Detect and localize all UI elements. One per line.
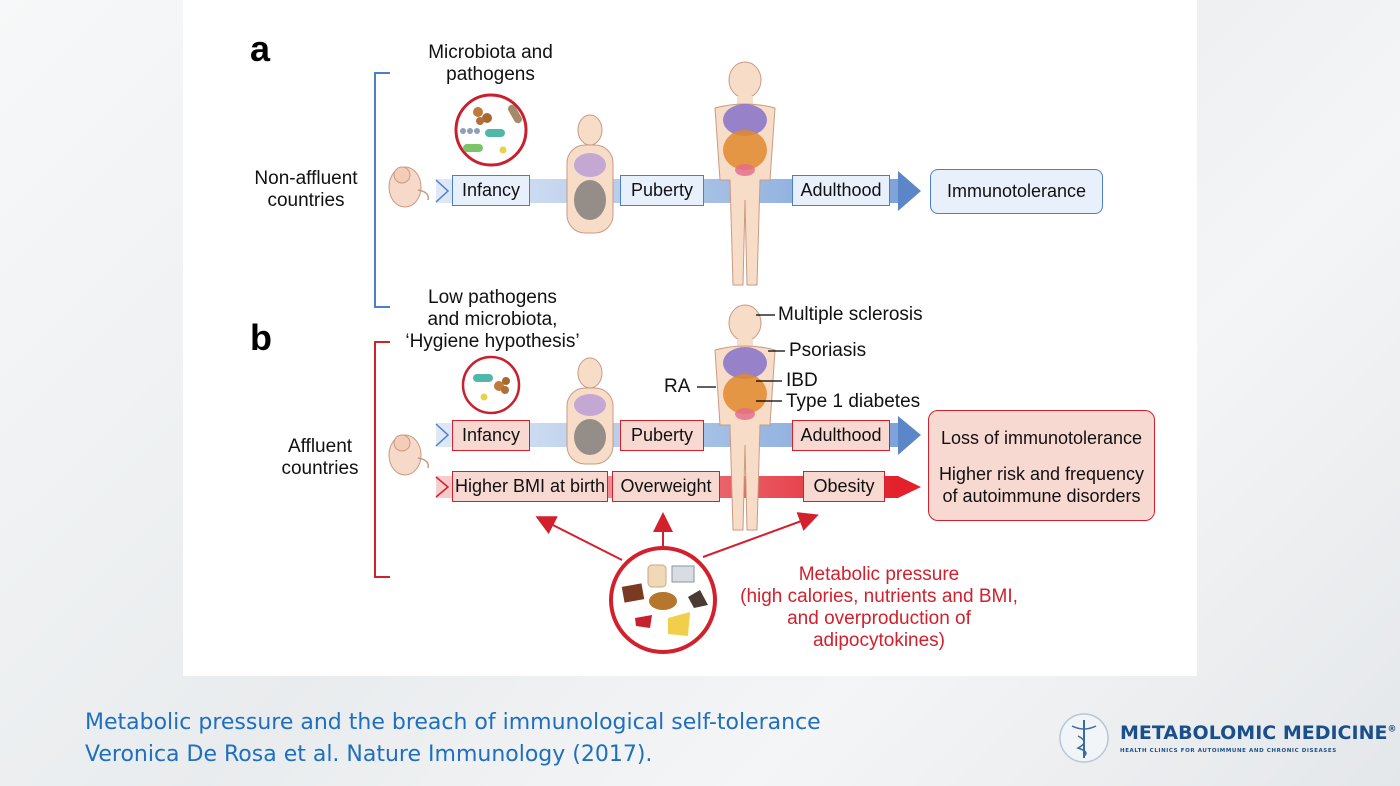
ibd-label: IBD: [786, 370, 818, 391]
bracket-b: [374, 341, 390, 578]
immunotolerance-box: Immunotolerance: [930, 169, 1103, 214]
child-torso-icon-b: [566, 357, 614, 465]
logo-name: METABOLOMIC MEDICINE®: [1120, 722, 1397, 744]
panel-b-letter: b: [250, 317, 272, 358]
overweight-box: Overweight: [612, 471, 720, 502]
panel-a-letter: a: [250, 28, 271, 69]
pressure-arrow-left: [535, 516, 623, 561]
metabolic-pressure-label: Metabolic pressure(high calories, nutrie…: [740, 564, 1018, 651]
child-torso-icon-a: [566, 114, 614, 234]
loss-immunotolerance-text: Loss of immunotolerance: [940, 428, 1143, 448]
pressure-arrow-right: [702, 512, 819, 558]
stage-puberty-b: Puberty: [620, 420, 704, 451]
stage-puberty-a: Puberty: [620, 175, 704, 206]
embryo-icon-b: [388, 434, 430, 476]
food-circle-icon: [609, 546, 717, 654]
low-microbiota-icon: [461, 355, 521, 415]
stage-infancy-b: Infancy: [452, 420, 530, 451]
microbiota-icon: [454, 93, 528, 167]
caduceus-logo-icon: [1059, 713, 1109, 763]
embryo-icon-a: [388, 166, 430, 208]
caption-citation: Veronica De Rosa et al. Nature Immunolog…: [85, 742, 653, 767]
bmi-birth-box: Higher BMI at birth: [452, 471, 608, 502]
adult-body-icon-b: [714, 304, 776, 531]
obesity-box: Obesity: [803, 471, 885, 502]
stage-infancy-a: Infancy: [452, 175, 530, 206]
caption-title: Metabolic pressure and the breach of imm…: [85, 710, 821, 735]
adult-body-icon-a: [714, 61, 776, 286]
stage-adulthood-a: Adulthood: [792, 175, 890, 206]
logo-tagline: HEALTH CLINICS FOR AUTOIMMUNE AND CHRONI…: [1120, 748, 1337, 754]
psoriasis-label: Psoriasis: [789, 340, 867, 361]
ra-label: RA: [664, 376, 691, 397]
ms-label: Multiple sclerosis: [778, 304, 923, 325]
autoimmunity-outcome-box: Loss of immunotolerance Higher risk and …: [928, 410, 1155, 521]
bracket-a: [374, 72, 390, 308]
stage-adulthood-b: Adulthood: [792, 420, 890, 451]
t1d-label: Type 1 diabetes: [786, 391, 921, 412]
